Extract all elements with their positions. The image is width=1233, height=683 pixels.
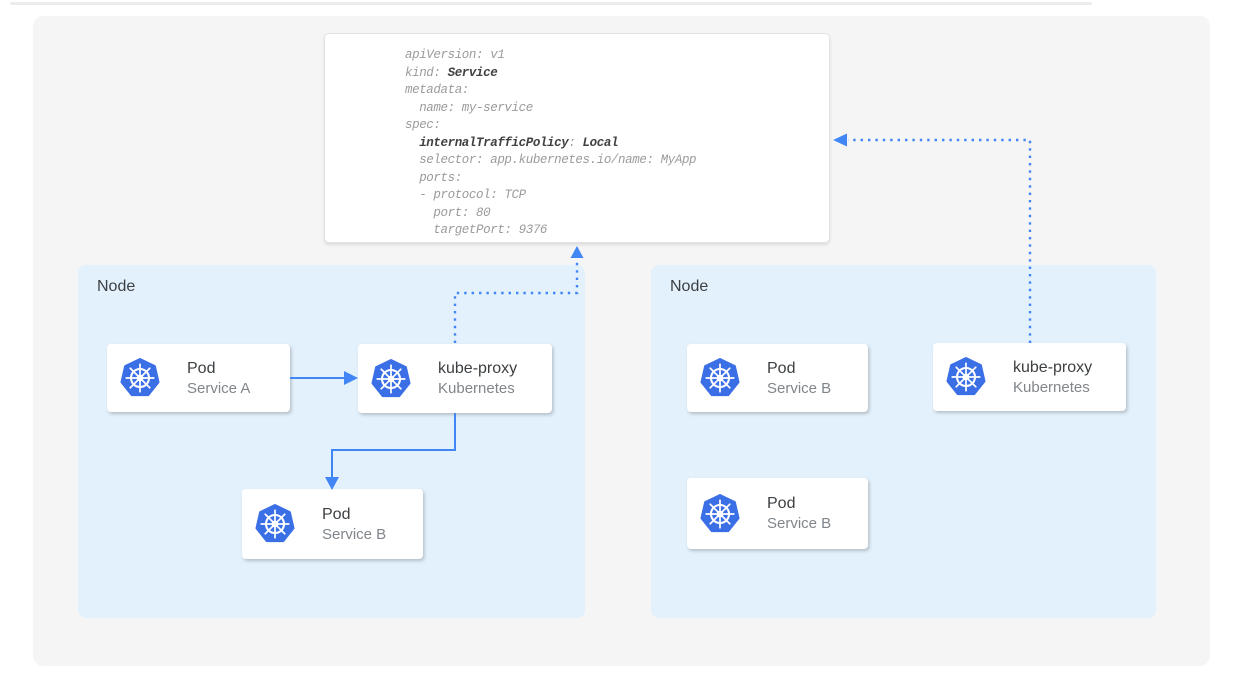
yaml-line-internal-traffic-policy: internalTrafficPolicy: Local: [419, 135, 619, 150]
card-subtitle: Service B: [767, 515, 832, 532]
kubernetes-logo-icon: [255, 504, 295, 544]
card-title: kube-proxy: [1013, 358, 1093, 376]
card-pod-service-b-right-bottom: Pod Service B: [687, 478, 868, 549]
yaml-line: - protocol: TCP: [405, 188, 526, 202]
yaml-line: kind: Service: [405, 65, 498, 80]
yaml-line: port: 80: [405, 205, 491, 220]
yaml-line: ports:: [405, 170, 462, 185]
card-title: Pod: [187, 359, 216, 377]
yaml-line: spec:: [405, 118, 441, 132]
node-right-label: Node: [670, 278, 709, 295]
yaml-line: apiVersion: v1: [405, 48, 505, 62]
top-divider: [10, 2, 1092, 5]
kubernetes-logo-icon: [120, 358, 160, 398]
card-kube-proxy-right: kube-proxy Kubernetes: [933, 343, 1126, 411]
card-subtitle: Service A: [187, 379, 251, 397]
card-kube-proxy-left: kube-proxy Kubernetes: [358, 344, 552, 413]
node-box-right: Node: [651, 265, 1156, 618]
kubernetes-logo-icon: [700, 494, 740, 534]
card-subtitle: Kubernetes: [1013, 378, 1090, 396]
node-box-left: Node: [78, 265, 585, 618]
card-title: Pod: [767, 495, 796, 512]
card-subtitle: Service B: [767, 379, 832, 397]
service-yaml-code: apiVersion: v1 kind: Service metadata: n…: [405, 47, 829, 240]
yaml-line: name: my-service: [405, 100, 533, 115]
yaml-line: targetPort: 9376: [405, 223, 548, 237]
card-subtitle: Kubernetes: [438, 380, 515, 397]
kubernetes-logo-icon: [371, 359, 411, 399]
card-title: Pod: [767, 359, 796, 377]
card-title: Pod: [322, 505, 351, 523]
kubernetes-logo-icon: [946, 357, 986, 397]
kubernetes-logo-icon: [700, 358, 740, 398]
service-yaml-card: apiVersion: v1 kind: Service metadata: n…: [324, 33, 830, 243]
card-pod-service-a: Pod Service A: [107, 344, 290, 412]
yaml-line: selector: app.kubernetes.io/name: MyApp: [405, 153, 697, 167]
node-left-label: Node: [97, 278, 136, 295]
card-pod-service-b-right-top: Pod Service B: [687, 344, 868, 412]
card-subtitle: Service B: [322, 525, 387, 543]
yaml-line: metadata:: [405, 83, 469, 97]
card-title: kube-proxy: [438, 360, 518, 377]
card-pod-service-b-left: Pod Service B: [242, 489, 423, 559]
